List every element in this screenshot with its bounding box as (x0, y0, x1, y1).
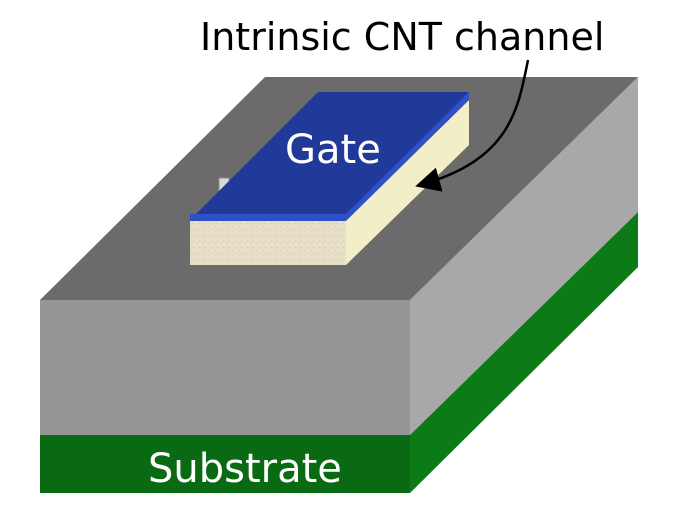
substrate-label: Substrate (148, 446, 342, 492)
substrate-front-face (40, 435, 410, 493)
gate-edge-side (346, 92, 469, 221)
gate-label: Gate (285, 127, 381, 173)
gate-dielectric-side (346, 100, 469, 265)
channel-pointer-arrow (415, 59, 530, 192)
substrate-side-face (410, 212, 638, 493)
gate-dielectric-front (190, 220, 346, 265)
gate-top-face (190, 92, 469, 220)
block-right-face (410, 77, 638, 435)
block-front-face (40, 300, 410, 435)
channel-label: Intrinsic CNT channel (200, 15, 604, 59)
gate-edge-front (190, 214, 346, 221)
